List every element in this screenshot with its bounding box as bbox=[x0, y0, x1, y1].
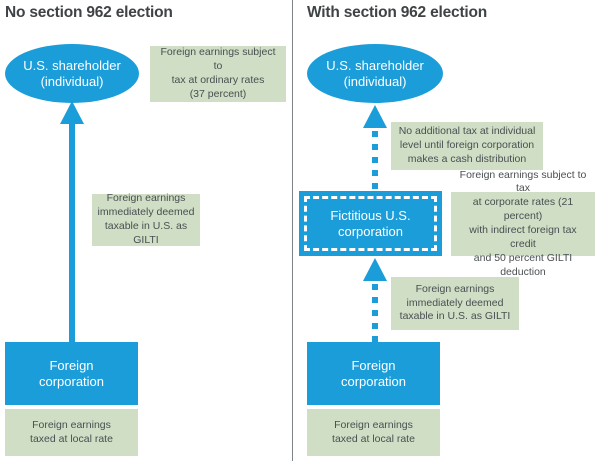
annotation-line1: Foreign earnings bbox=[32, 418, 111, 431]
node-label-line1: U.S. shareholder bbox=[326, 57, 424, 73]
annotation-line1: Foreign earnings bbox=[334, 418, 413, 431]
node-label-line2: (individual) bbox=[343, 73, 407, 89]
annotation-corporate-rates-right: Foreign earnings subject to tax at corpo… bbox=[451, 169, 595, 278]
annotation-line2: immediately deemed bbox=[406, 296, 504, 309]
annotation-line1: Foreign earnings subject to tax bbox=[459, 168, 587, 195]
node-label-line1: Fictitious U.S. bbox=[330, 207, 411, 223]
annotation-line2: tax at ordinary rates bbox=[171, 74, 265, 86]
node-label-line2: corporation bbox=[340, 373, 407, 389]
annotation-text: Foreign earnings taxed at local rate bbox=[332, 419, 415, 447]
node-label-line1: Foreign bbox=[351, 357, 396, 373]
node-label-line2: corporation bbox=[38, 373, 105, 389]
node-foreign-corporation-right: Foreign corporation bbox=[307, 342, 440, 405]
annotation-line3: with indirect foreign tax credit bbox=[469, 224, 577, 250]
node-label: Fictitious U.S. corporation bbox=[330, 208, 410, 240]
node-us-shareholder-right: U.S. shareholder (individual) bbox=[307, 44, 443, 103]
annotation-line3: taxable in U.S. as GILTI bbox=[399, 310, 511, 323]
node-label: Foreign corporation bbox=[39, 358, 104, 390]
annotation-text: Foreign earnings subject to tax at ordin… bbox=[155, 46, 281, 101]
annotation-line2: at corporate rates (21 percent) bbox=[472, 196, 574, 223]
node-label-line1: Foreign bbox=[49, 357, 94, 373]
node-label-line2: (individual) bbox=[40, 73, 104, 89]
annotation-line2: taxed at local rate bbox=[332, 432, 415, 445]
node-foreign-corporation-left: Foreign corporation bbox=[5, 342, 138, 405]
annotation-line1: No additional tax at individual bbox=[398, 125, 536, 138]
annotation-line1: Foreign earnings bbox=[415, 282, 495, 295]
annotation-line1: Foreign earnings subject to bbox=[160, 46, 276, 73]
annotation-no-additional-tax-right: No additional tax at individual level un… bbox=[391, 122, 543, 170]
panel-title-left: No section 962 election bbox=[5, 4, 173, 21]
annotation-text: Foreign earnings immediately deemed taxa… bbox=[400, 283, 511, 325]
annotation-line2: taxed at local rate bbox=[30, 432, 113, 445]
annotation-text: No additional tax at individual level un… bbox=[399, 125, 536, 167]
annotation-gilti-right: Foreign earnings immediately deemed taxa… bbox=[391, 277, 519, 330]
arrow-dashed-lower-right bbox=[361, 256, 389, 343]
annotation-line2: immediately deemed bbox=[97, 206, 195, 219]
annotation-local-rate-right: Foreign earnings taxed at local rate bbox=[307, 409, 440, 456]
annotation-text: Foreign earnings subject to tax at corpo… bbox=[456, 169, 590, 280]
annotation-text: Foreign earnings immediately deemed taxa… bbox=[97, 192, 195, 247]
annotation-line4: and 50 percent GILTI deduction bbox=[473, 251, 573, 278]
node-label-line2: corporation bbox=[337, 223, 404, 239]
annotation-line1: Foreign earnings bbox=[106, 192, 186, 205]
node-label-line1: U.S. shareholder bbox=[23, 57, 121, 73]
arrow-dashed-upper-right bbox=[361, 103, 389, 191]
arrow-solid-left bbox=[58, 100, 86, 343]
node-label: U.S. shareholder (individual) bbox=[23, 58, 121, 90]
annotation-ordinary-rates-left: Foreign earnings subject to tax at ordin… bbox=[150, 46, 286, 102]
annotation-line3: makes a cash distribution bbox=[407, 152, 527, 165]
node-fictitious-us-corporation: Fictitious U.S. corporation bbox=[299, 191, 442, 256]
panel-title-right: With section 962 election bbox=[307, 4, 488, 21]
annotation-gilti-left: Foreign earnings immediately deemed taxa… bbox=[92, 192, 200, 247]
node-us-shareholder-left: U.S. shareholder (individual) bbox=[5, 44, 139, 103]
panel-divider bbox=[292, 0, 293, 461]
node-label: U.S. shareholder (individual) bbox=[326, 58, 424, 90]
annotation-local-rate-left: Foreign earnings taxed at local rate bbox=[5, 409, 138, 456]
annotation-text: Foreign earnings taxed at local rate bbox=[30, 419, 113, 447]
annotation-line2: level until foreign corporation bbox=[399, 139, 535, 152]
node-label: Foreign corporation bbox=[341, 358, 406, 390]
annotation-line3: (37 percent) bbox=[189, 87, 247, 100]
annotation-line3: taxable in U.S. as GILTI bbox=[104, 220, 188, 246]
